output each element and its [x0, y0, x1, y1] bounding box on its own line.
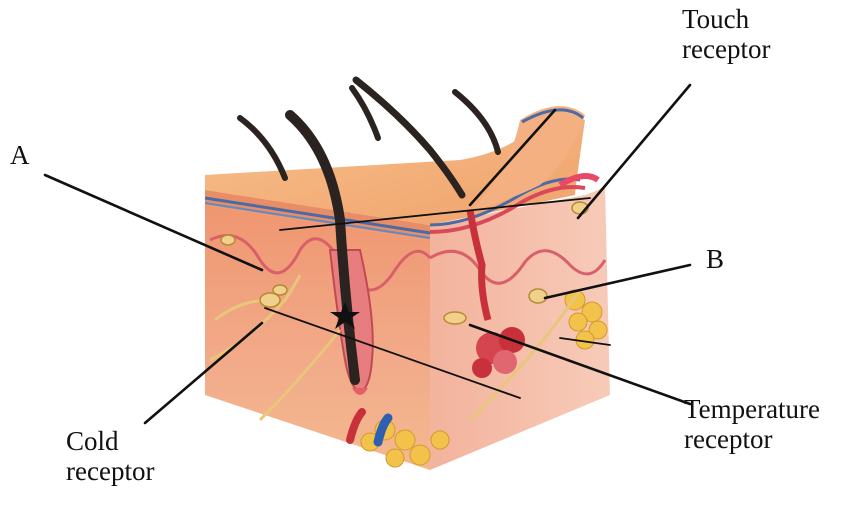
label-temperature-line1: Temperature — [684, 394, 820, 424]
label-touch-receptor: Touch receptor — [682, 4, 770, 64]
leader-touch — [578, 85, 690, 218]
label-a-text: A — [10, 140, 30, 170]
label-temperature-receptor: Temperature receptor — [684, 394, 820, 454]
label-cold-receptor: Cold receptor — [66, 426, 154, 486]
label-cold-line1: Cold — [66, 426, 154, 456]
label-temperature-line2: receptor — [684, 424, 820, 454]
label-touch-line2: receptor — [682, 34, 770, 64]
dermis-front-face — [205, 205, 430, 470]
label-a: A — [10, 140, 30, 170]
label-b-text: B — [706, 244, 724, 274]
label-cold-line2: receptor — [66, 456, 154, 486]
label-b: B — [706, 244, 724, 274]
label-touch-line1: Touch — [682, 4, 770, 34]
